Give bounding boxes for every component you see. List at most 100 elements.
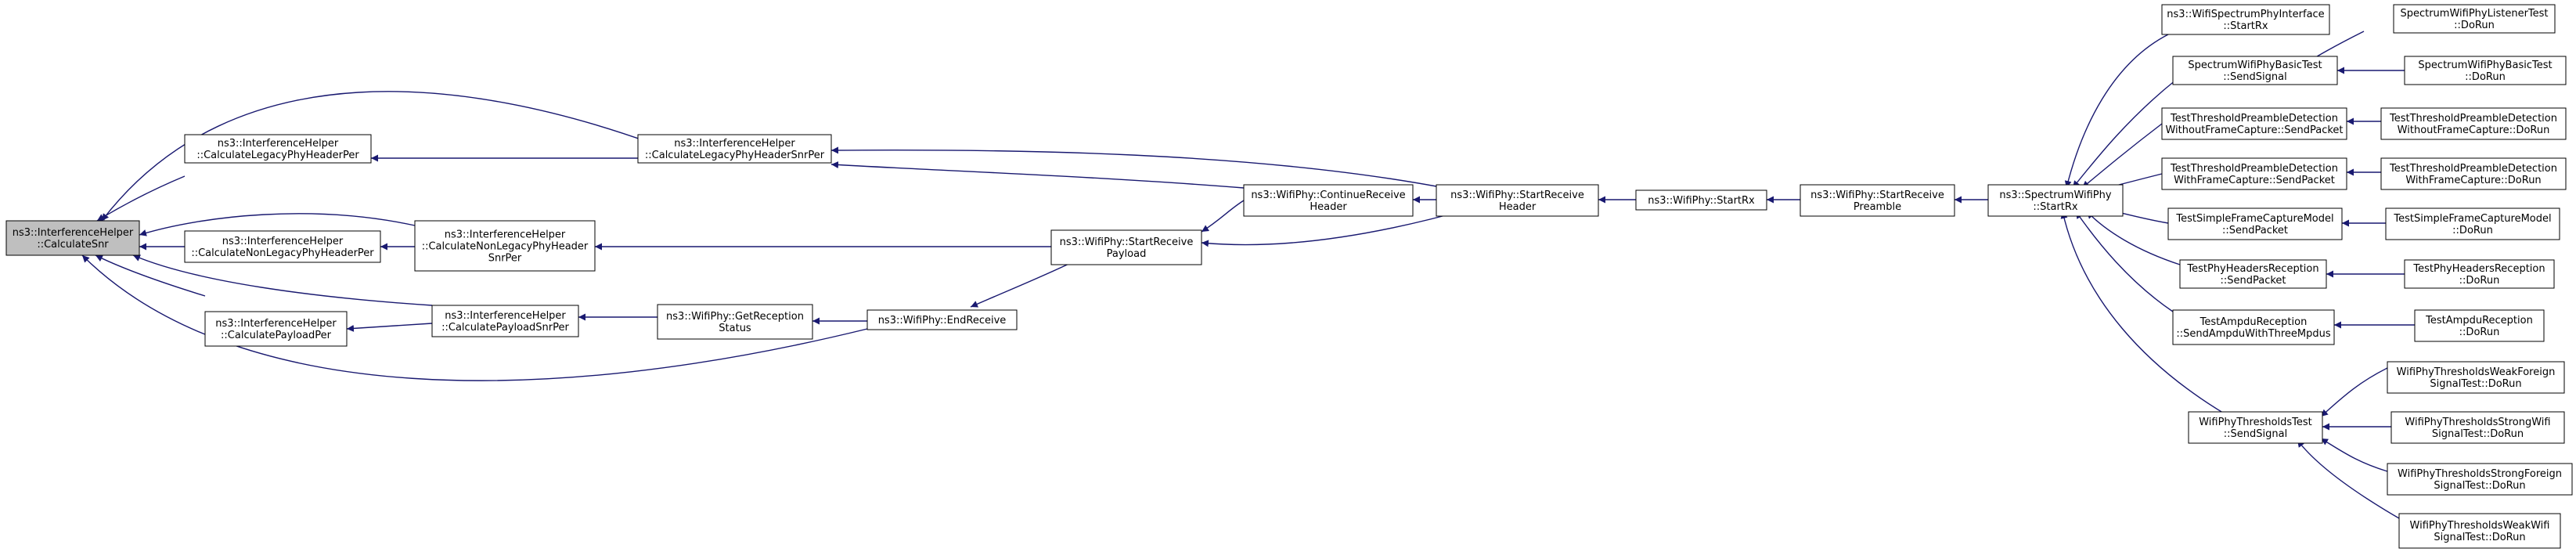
- node-label-line: ns3::WifiPhy::StartReceive: [1060, 236, 1194, 248]
- node-wifiphythresholdsweakwifisignaltest-dorun[interactable]: WifiPhyThresholdsWeakWifiSignalTest::DoR…: [2398, 513, 2561, 549]
- node-testthresholdpreambledetectionwithframecapture-dorun[interactable]: TestThresholdPreambleDetectionWithFrameC…: [2380, 157, 2567, 190]
- node-label-line: ns3::InterferenceHelper: [445, 310, 566, 322]
- node-spectrumwifiphy-startrx[interactable]: ns3::SpectrumWifiPhy::StartRx: [1987, 184, 2124, 217]
- node-label-line: SignalTest::DoRun: [2434, 480, 2525, 492]
- node-label-line: ns3::WifiPhy::StartRx: [1648, 195, 1755, 207]
- node-label-line: Header: [1310, 201, 1347, 213]
- node-box: [2404, 259, 2555, 289]
- node-label-line: ::SendPacket: [2220, 275, 2286, 287]
- node-spectrumwifiphylistenertest-dorun[interactable]: SpectrumWifiPhyListenerTest::DoRun: [2393, 4, 2556, 34]
- node-label-line: ::StartRx: [2223, 20, 2268, 32]
- node-wifiphythresholdstest-sendsignal[interactable]: WifiPhyThresholdsTest::SendSignal: [2188, 411, 2323, 444]
- node-box: [2380, 107, 2567, 140]
- edge-weakforeigndorun-to-thresholdssend: [2320, 367, 2388, 417]
- node-label-line: ::SendSignal: [2224, 428, 2287, 440]
- node-label-line: ns3::WifiPhy::StartReceive: [1810, 189, 1944, 201]
- node-label-line: SpectrumWifiPhyBasicTest: [2188, 60, 2322, 71]
- edge-preamblewithoutcapturesend-to-spectrumstartrx: [2081, 123, 2163, 189]
- node-label-line: ns3::InterferenceHelper: [674, 138, 795, 150]
- node-box: [2172, 56, 2338, 85]
- node-label-line: WithFrameCapture::SendPacket: [2174, 175, 2335, 186]
- edge-spectrumbasicsendsignal-to-spectrumstartrx: [2072, 79, 2177, 189]
- node-spectrumwifiphybasictest-dorun[interactable]: SpectrumWifiPhyBasicTest::DoRun: [2404, 56, 2567, 85]
- node-label-line: ns3::InterferenceHelper: [13, 227, 134, 239]
- node-label-line: Preamble: [1854, 201, 1901, 213]
- node-box: [2172, 309, 2335, 345]
- edge-continuereceiveheader-to-startreceivepayload: [1201, 200, 1245, 233]
- node-label-line: ns3::WifiSpectrumPhyInterface: [2167, 9, 2324, 20]
- node-label-line: TestThresholdPreambleDetection: [2170, 163, 2338, 175]
- node-box: [2398, 513, 2561, 549]
- node-wifiphy-endreceive[interactable]: ns3::WifiPhy::EndReceive: [866, 309, 1018, 330]
- node-wifispectrumphyinterface-startrx[interactable]: ns3::WifiSpectrumPhyInterface::StartRx: [2161, 4, 2330, 35]
- node-label-line: ns3::WifiPhy::StartReceive: [1450, 189, 1584, 201]
- node-label-line: TestPhyHeadersReception: [2412, 263, 2545, 275]
- node-label-line: Status: [719, 323, 751, 334]
- node-label-line: ns3::InterferenceHelper: [222, 236, 344, 247]
- node-testsimpleframecapturemodel-sendpacket[interactable]: TestSimpleFrameCaptureModel::SendPacket: [2167, 207, 2343, 240]
- node-interferencehelper-calculatelegacyphyheadersnrper[interactable]: ns3::InterferenceHelper::CalculateLegacy…: [637, 134, 832, 164]
- node-layer: ns3::InterferenceHelper::CalculateSnrns3…: [5, 4, 2573, 549]
- node-interferencehelper-calculatenonlegacyphyheaderper[interactable]: ns3::InterferenceHelper::CalculateNonLeg…: [184, 230, 381, 263]
- node-wifiphythresholdsstrongwifisignaltest-dorun[interactable]: WifiPhyThresholdsStrongWifiSignalTest::D…: [2390, 411, 2565, 444]
- node-label-line: ::StartRx: [2033, 201, 2078, 213]
- node-testthresholdpreambledetectionwithframecapture-sendpacket[interactable]: TestThresholdPreambleDetectionWithFrameC…: [2161, 157, 2347, 190]
- node-label-line: WifiPhyThresholdsStrongForeign: [2398, 468, 2562, 480]
- node-label-line: ::CalculatePayloadPer: [221, 330, 332, 341]
- edge-thresholdssendsignal-to-spectrumstartrx: [2060, 211, 2236, 420]
- node-testthresholdpreambledetectionwithoutframecapture-dorun[interactable]: TestThresholdPreambleDetectionWithoutFra…: [2380, 107, 2567, 140]
- edge-endreceive-to-calculatesnr: [81, 254, 868, 381]
- node-interferencehelper-calculatenonlegacyphyheadersnrper[interactable]: ns3::InterferenceHelper::CalculateNonLeg…: [414, 220, 596, 272]
- node-spectrumwifiphybasictest-sendsignal[interactable]: SpectrumWifiPhyBasicTest::SendSignal: [2172, 56, 2338, 85]
- node-label-line: ::CalculateLegacyPhyHeaderPer: [196, 150, 359, 161]
- node-label-line: WifiPhyThresholdsStrongWifi: [2405, 417, 2550, 428]
- node-label-line: ::CalculateNonLegacyPhyHeader: [422, 241, 589, 253]
- node-label-line: ns3::WifiPhy::ContinueReceive: [1251, 189, 1405, 201]
- node-label-line: TestThresholdPreambleDetection: [2389, 163, 2557, 175]
- node-label-line: ::DoRun: [2459, 275, 2500, 287]
- node-testampdureception-dorun[interactable]: TestAmpduReception::DoRun: [2414, 309, 2545, 342]
- edge-payloadsnrper-to-calculatesnr: [132, 254, 433, 306]
- node-label-line: ns3::InterferenceHelper: [218, 138, 339, 150]
- node-box: [2390, 411, 2565, 444]
- node-testsimpleframecapturemodel-dorun[interactable]: TestSimpleFrameCaptureModel::DoRun: [2385, 207, 2560, 240]
- node-interferencehelper-calculatesnr[interactable]: ns3::InterferenceHelper::CalculateSnr: [5, 220, 140, 256]
- node-label-line: ::SendAmpduWithThreeMpdus: [2176, 328, 2331, 340]
- node-box: [184, 230, 381, 263]
- node-box: [2387, 361, 2565, 394]
- node-interferencehelper-calculatepayloadper[interactable]: ns3::InterferenceHelper::CalculatePayloa…: [204, 311, 348, 347]
- edge-startreceivepayload-to-endreceive: [970, 258, 1081, 308]
- node-label-line: ::SendPacket: [2222, 225, 2288, 236]
- node-interferencehelper-calculatelegacyphyheaderper[interactable]: ns3::InterferenceHelper::CalculateLegacy…: [184, 134, 372, 164]
- edge-startreceiveheader-to-startreceivepayload: [1201, 207, 1472, 247]
- node-label-line: ::DoRun: [2459, 327, 2500, 338]
- edge-payloadper-to-calculatesnr: [95, 254, 206, 297]
- node-testphyheadersreception-dorun[interactable]: TestPhyHeadersReception::DoRun: [2404, 259, 2555, 289]
- node-label-line: ns3::InterferenceHelper: [445, 229, 566, 241]
- node-testampdureception-sendampduwiththreempdus[interactable]: TestAmpduReception::SendAmpduWithThreeMp…: [2172, 309, 2335, 345]
- node-label-line: SpectrumWifiPhyListenerTest: [2400, 8, 2548, 20]
- node-label-line: TestAmpduReception: [2200, 316, 2308, 328]
- node-testthresholdpreambledetectionwithoutframecapture-sendpacket[interactable]: TestThresholdPreambleDetectionWithoutFra…: [2161, 107, 2347, 140]
- node-box: [657, 304, 813, 340]
- node-label-line: ::SendSignal: [2223, 71, 2286, 83]
- node-wifiphythresholdsstrongforeignsignaltest-dorun[interactable]: WifiPhyThresholdsStrongForeignSignalTest…: [2387, 463, 2573, 496]
- node-wifiphy-startrx[interactable]: ns3::WifiPhy::StartRx: [1635, 189, 1767, 211]
- node-label-line: WifiPhyThresholdsTest: [2199, 417, 2312, 428]
- node-label-line: WifiPhyThresholdsWeakForeign: [2397, 366, 2556, 378]
- node-box: [2179, 259, 2327, 289]
- node-interferencehelper-calculatepayloadsnrper[interactable]: ns3::InterferenceHelper::CalculatePayloa…: [431, 305, 579, 337]
- edge-payloadsnrper-to-payloadper: [346, 323, 433, 332]
- node-label-line: TestPhyHeadersReception: [2186, 263, 2318, 275]
- node-label-line: ::DoRun: [2452, 225, 2493, 236]
- node-box: [2385, 207, 2560, 240]
- edge-ampdusend-to-spectrumstartrx: [2075, 211, 2174, 312]
- node-wifiphythresholdsweakforeignsignaltest-dorun[interactable]: WifiPhyThresholdsWeakForeignSignalTest::…: [2387, 361, 2565, 394]
- edge-continuereceiveheader-to-legacyheadersnrper: [830, 161, 1245, 189]
- node-testphyheadersreception-sendpacket[interactable]: TestPhyHeadersReception::SendPacket: [2179, 259, 2327, 289]
